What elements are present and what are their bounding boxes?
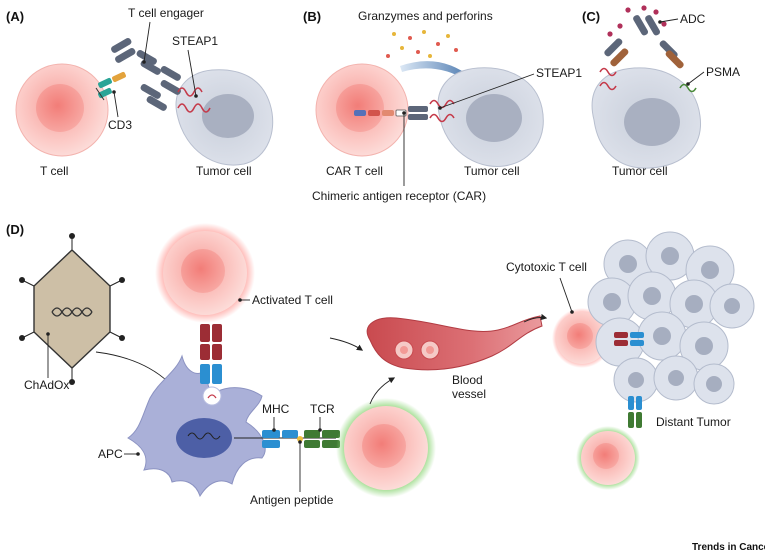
tumor-cell-a bbox=[175, 69, 274, 166]
apc-dendritic-cell bbox=[127, 354, 266, 498]
tcr-mhc-vertical bbox=[200, 324, 222, 384]
label-apc: APC bbox=[98, 447, 123, 461]
label-activated-t-cell: Activated T cell bbox=[252, 293, 333, 307]
activated-t-cell bbox=[155, 223, 255, 323]
steap1-protein-a bbox=[177, 87, 211, 113]
psma-protein bbox=[679, 83, 697, 93]
granzyme-arrow bbox=[400, 61, 478, 90]
label-mhc: MHC bbox=[262, 402, 290, 416]
label-adc: ADC bbox=[680, 12, 706, 26]
brand-trends-in-cancer: Trends in Cancer bbox=[692, 542, 765, 553]
lower-t-cell bbox=[576, 426, 640, 490]
label-tumor-cell-b: Tumor cell bbox=[464, 164, 520, 178]
label-t-cell-engager: T cell engager bbox=[128, 6, 204, 20]
t-cell-a bbox=[15, 63, 109, 157]
tumor-cell-c bbox=[591, 67, 701, 169]
panel-label-a: (A) bbox=[6, 9, 24, 24]
chadox-vector bbox=[19, 233, 125, 385]
cd3-receptor bbox=[95, 71, 126, 101]
t-cell-green-glow bbox=[336, 398, 436, 498]
tcr-complex bbox=[304, 430, 340, 448]
tumor-cell-b bbox=[437, 67, 544, 167]
label-psma: PSMA bbox=[706, 65, 740, 79]
label-car-t-cell: CAR T cell bbox=[326, 164, 383, 178]
tcr-mhc-lower bbox=[628, 396, 642, 428]
t-cell-engager-antibody bbox=[111, 38, 181, 111]
label-granzymes: Granzymes and perforins bbox=[358, 9, 493, 23]
label-cd3: CD3 bbox=[108, 118, 132, 132]
label-antigen-peptide: Antigen peptide bbox=[250, 493, 334, 507]
label-tumor-cell-c: Tumor cell bbox=[612, 164, 668, 178]
car-receptor bbox=[354, 106, 428, 120]
label-blood-vessel-2: vessel bbox=[452, 387, 486, 401]
blood-vessel bbox=[366, 315, 543, 371]
label-car: Chimeric antigen receptor (CAR) bbox=[312, 189, 486, 203]
label-blood-vessel-1: Blood bbox=[452, 373, 483, 387]
label-chadox: ChAdOx bbox=[24, 378, 69, 392]
label-tcr: TCR bbox=[310, 402, 335, 416]
label-cytotoxic-t-cell: Cytotoxic T cell bbox=[506, 260, 587, 274]
mhc-complex bbox=[262, 430, 303, 448]
tcr-mhc-tumor-contact bbox=[614, 332, 644, 346]
adc-antibody bbox=[604, 5, 684, 69]
panel-label-c: (C) bbox=[582, 9, 600, 24]
label-steap1-a: STEAP1 bbox=[172, 34, 218, 48]
panel-label-b: (B) bbox=[303, 9, 321, 24]
steap1-protein-c bbox=[599, 67, 617, 91]
label-distant-tumor: Distant Tumor bbox=[656, 415, 731, 429]
distant-tumor-cluster bbox=[587, 231, 755, 405]
cytotoxic-t-cell bbox=[552, 308, 612, 368]
panel-label-d: (D) bbox=[6, 222, 24, 237]
granzyme-dots bbox=[386, 30, 458, 58]
label-steap1-b: STEAP1 bbox=[536, 66, 582, 80]
label-tumor-cell-a: Tumor cell bbox=[196, 164, 252, 178]
label-t-cell-a: T cell bbox=[40, 164, 68, 178]
